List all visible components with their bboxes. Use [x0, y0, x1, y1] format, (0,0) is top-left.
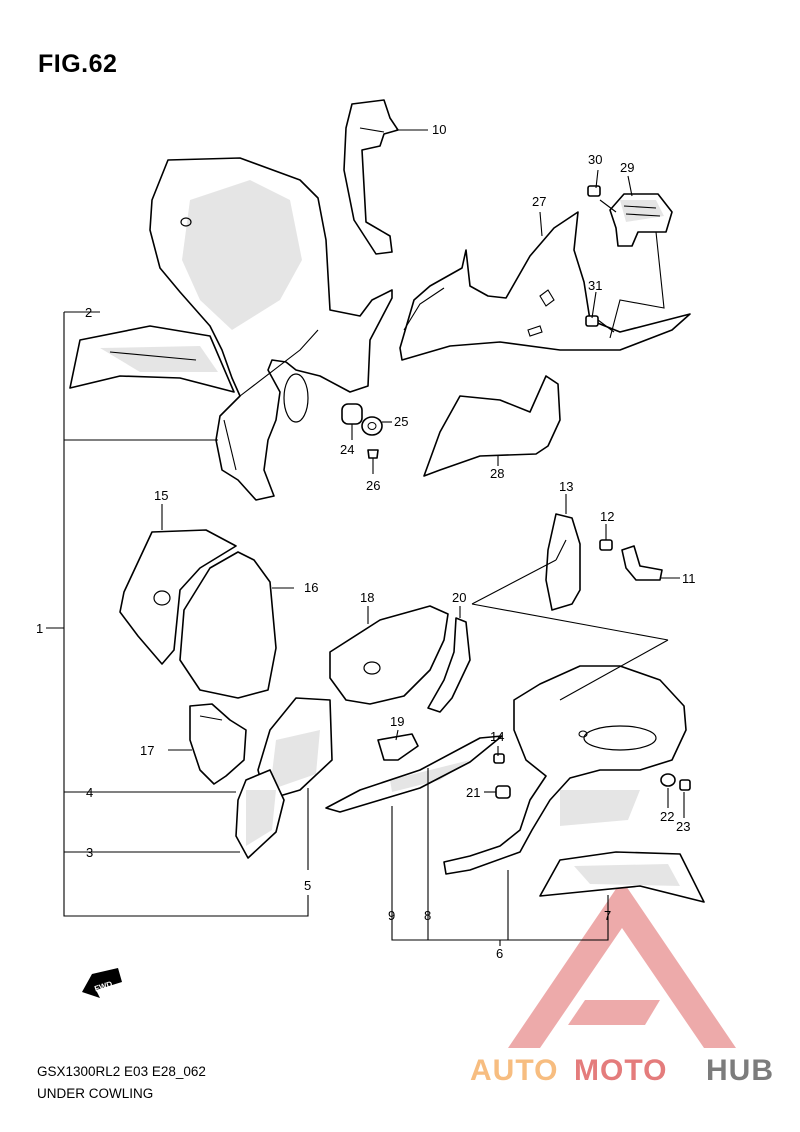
part-4-panel: [257, 697, 333, 801]
part-2-decal: [69, 325, 235, 393]
part-23-bolt: [679, 779, 691, 791]
part-28-inner-panel: [423, 375, 561, 477]
watermark-text-hub: HUB: [706, 1054, 774, 1087]
callout-3: 3: [86, 845, 93, 860]
watermark-brand: AUTO MOTO HUB: [470, 1054, 774, 1087]
callout-29: 29: [620, 160, 634, 175]
part-13-bracket: [545, 513, 581, 611]
callout-5: 5: [304, 878, 311, 893]
callout-10: 10: [432, 122, 446, 137]
fwd-arrow-icon: FWD: [82, 968, 122, 998]
part-15-panel: [119, 529, 237, 665]
callout-30: 30: [588, 152, 602, 167]
part-10-bracket: [343, 99, 399, 255]
part-18-panel: [329, 605, 449, 705]
figure-title: FIG.62: [38, 50, 118, 78]
callout-23: 23: [676, 819, 690, 834]
part-22-washer: [660, 773, 676, 787]
part-21-nut: [495, 785, 511, 799]
callout-14: 14: [490, 729, 504, 744]
callout-12: 12: [600, 509, 614, 524]
callout-6: 6: [496, 946, 503, 961]
callout-9: 9: [388, 908, 395, 923]
callout-17: 17: [140, 743, 154, 758]
callout-16: 16: [304, 580, 318, 595]
callout-labels: 1 2 3 4 5 6 7 8 9 10 11 12 13 14 15 16 1…: [36, 122, 696, 961]
callout-25: 25: [394, 414, 408, 429]
callout-20: 20: [452, 590, 466, 605]
part-27-side-cowl: [399, 211, 691, 361]
part-20-strip: [427, 617, 471, 713]
watermark-text-auto: AUTO: [470, 1054, 558, 1087]
part-16-panel: [179, 551, 277, 699]
part-25-washer: [361, 416, 383, 436]
part-29-vent-bracket: [609, 193, 673, 247]
callout-24: 24: [340, 442, 354, 457]
part-upper-cowl-left: [149, 157, 393, 501]
callout-28: 28: [490, 466, 504, 481]
part-6-lower-cowl: [443, 665, 687, 875]
callout-4: 4: [86, 785, 93, 800]
part-8-9-undertray: [325, 735, 503, 813]
part-11-bracket: [621, 545, 663, 581]
part-7-decal: [539, 851, 705, 903]
callout-2: 2: [85, 305, 92, 320]
part-19-clip: [377, 733, 419, 761]
section-name: UNDER COWLING: [37, 1086, 154, 1101]
callout-27: 27: [532, 194, 546, 209]
part-3-decal: [235, 769, 285, 859]
callout-7: 7: [604, 908, 611, 923]
callout-26: 26: [366, 478, 380, 493]
part-12-screw: [599, 539, 613, 551]
callout-21: 21: [466, 785, 480, 800]
part-30-screw: [587, 185, 601, 197]
part-17-panel: [189, 703, 247, 785]
callout-15: 15: [154, 488, 168, 503]
leader-lines: [46, 129, 685, 946]
callout-22: 22: [660, 809, 674, 824]
callout-19: 19: [390, 714, 404, 729]
callout-13: 13: [559, 479, 573, 494]
watermark-logo: [508, 880, 736, 1048]
callout-1: 1: [36, 621, 43, 636]
callout-31: 31: [588, 278, 602, 293]
part-14-screw: [493, 753, 505, 764]
part-26-screw: [367, 449, 379, 459]
watermark-triangle: [508, 880, 736, 1048]
callout-11: 11: [682, 571, 696, 586]
callout-18: 18: [360, 590, 374, 605]
model-code: GSX1300RL2 E03 E28_062: [37, 1064, 206, 1079]
callout-8: 8: [424, 908, 431, 923]
part-24-grommet: [341, 403, 363, 425]
watermark-text-moto: MOTO: [574, 1054, 667, 1087]
